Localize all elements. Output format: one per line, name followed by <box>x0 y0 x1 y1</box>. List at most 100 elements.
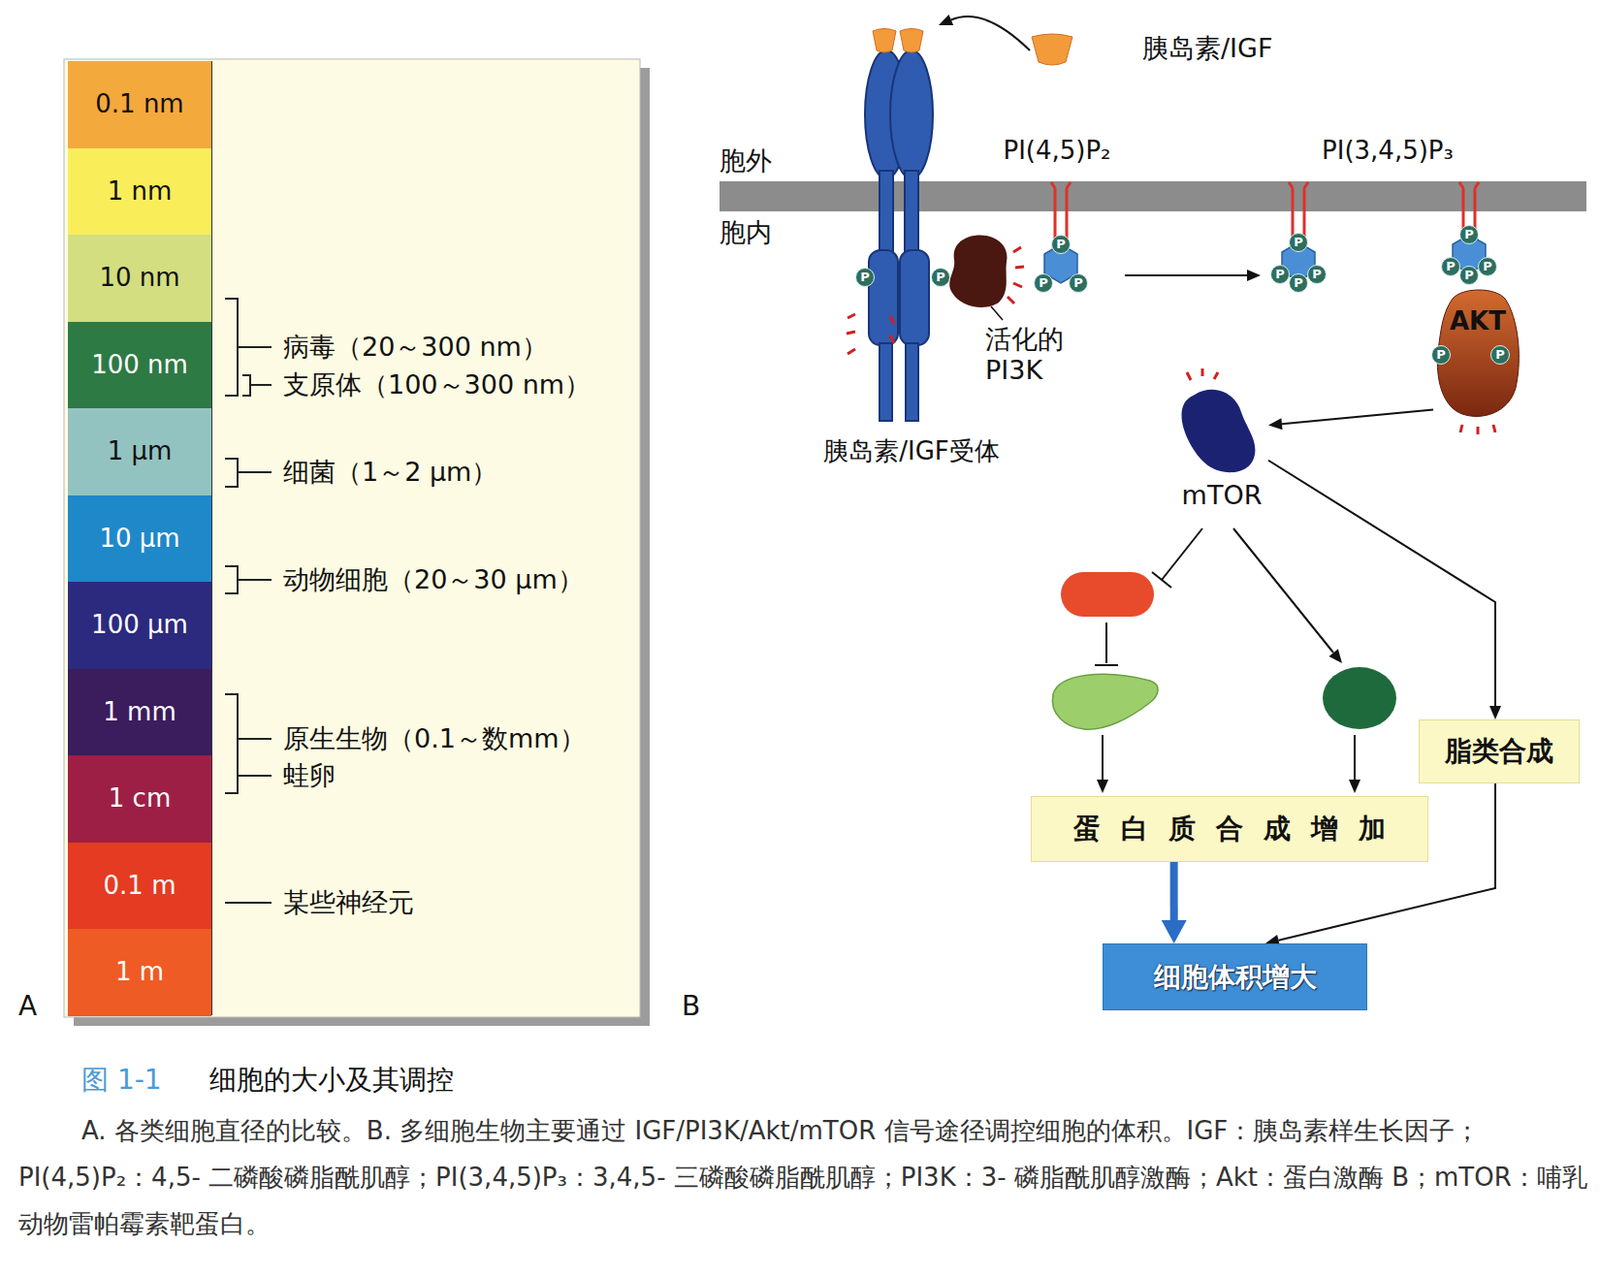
text-label: 胞外 <box>719 145 772 177</box>
node-label: 活化的 PI3K <box>985 323 1078 387</box>
signal-line <box>1101 735 1104 781</box>
arrowhead <box>1348 779 1361 794</box>
scale-cell: 1 m <box>67 928 212 1017</box>
text-label: 支原体（100～300 nm） <box>283 369 591 401</box>
effector-protein <box>1322 667 1397 730</box>
receptor <box>864 50 933 421</box>
text-label: 细菌（1～2 μm） <box>283 456 498 488</box>
arrowhead <box>1329 648 1344 664</box>
phosphate-label: P <box>1431 345 1451 365</box>
activation-marks <box>846 314 895 354</box>
activation-marks <box>1007 247 1024 304</box>
process-box: 脂类合成 <box>1418 719 1580 784</box>
node-label: 细胞体积增大 <box>1153 960 1317 994</box>
phosphate-label: P <box>855 267 875 288</box>
scale-cell: 1 μm <box>67 408 212 496</box>
figure-caption: A. 各类细胞直径的比较。B. 多细胞生物主要通过 IGF/PI3K/Akt/m… <box>18 1107 1588 1248</box>
connector-line <box>1170 862 1179 921</box>
arrowhead <box>938 14 954 26</box>
phosphate-label: P <box>1051 234 1071 255</box>
process-box: 蛋白质合成增加 <box>1030 796 1429 863</box>
connector-line <box>1281 410 1434 425</box>
node-label: PI(4,5)P₂ <box>1002 135 1111 166</box>
activation-marks <box>1460 424 1496 435</box>
phosphate-label: P <box>1440 256 1461 277</box>
node-label: 蛋白质合成增加 <box>1073 812 1407 846</box>
figure-title: 细胞的大小及其调控 <box>209 1064 454 1096</box>
inhibitor-protein <box>1060 572 1154 617</box>
scale-cell: 1 mm <box>67 669 212 757</box>
phosphate-label: P <box>1459 265 1479 286</box>
phosphate-label: P <box>1288 273 1309 293</box>
phosphate-label: P <box>930 267 951 288</box>
ligand <box>1031 33 1073 65</box>
arrow-connector <box>1124 269 1261 282</box>
node-label: 0.1 nm <box>95 89 184 120</box>
arrowhead <box>1161 920 1187 944</box>
bracket <box>224 694 272 794</box>
bracket <box>224 298 272 396</box>
inhibit-bar <box>1152 572 1172 588</box>
ligand <box>872 29 924 54</box>
inhibit-line <box>1105 622 1108 664</box>
signal-line <box>1233 528 1334 653</box>
cell-membrane <box>719 181 1587 212</box>
text-label: 动物细胞（20～30 μm） <box>283 564 584 596</box>
pi3k-enzyme <box>949 234 1007 308</box>
phosphate-label: P <box>1033 273 1054 293</box>
node-label: 0.1 m <box>103 870 177 901</box>
inhibit-bar <box>1094 664 1119 667</box>
node-label: 1 nm <box>107 176 173 207</box>
brackets <box>224 298 272 903</box>
node-label: AKT <box>1449 306 1506 337</box>
scale-cell: 10 nm <box>67 234 212 322</box>
text-label: 胞内 <box>719 217 772 249</box>
phosphate-label: P <box>1288 232 1309 253</box>
bracket <box>224 458 272 487</box>
node-label: 1 mm <box>102 697 176 728</box>
scale-cell: 0.1 nm <box>67 61 212 149</box>
connector-line <box>951 16 1030 51</box>
inhibit-line <box>1161 528 1203 580</box>
phosphate-label: P <box>1490 345 1510 365</box>
leader-line <box>991 306 1003 320</box>
phosphate-label: P <box>1307 264 1327 285</box>
arrowhead <box>1096 779 1109 794</box>
panel-letter: A <box>18 991 37 1023</box>
scale-cell: 1 nm <box>67 148 212 236</box>
kinase-node: mTOR <box>1175 383 1269 524</box>
node-label: 10 μm <box>98 523 180 554</box>
panel-frame <box>64 59 640 1018</box>
arrow-connector <box>1268 460 1502 720</box>
scale-cell: 10 μm <box>67 495 212 583</box>
effector-protein <box>1052 673 1158 730</box>
panel-letter: B <box>681 991 701 1023</box>
node-label: 100 nm <box>91 350 189 381</box>
text-label: 蛙卵 <box>283 760 336 792</box>
result-box: 细胞体积增大 <box>1102 943 1368 1011</box>
text-label: 原生生物（0.1～数mm） <box>283 723 586 755</box>
activation-marks <box>1186 368 1218 381</box>
arrowhead <box>1489 705 1502 720</box>
text-label: 病毒（20～300 nm） <box>283 331 548 363</box>
scale-cell: 100 nm <box>67 321 212 410</box>
arrow-connector <box>938 14 1030 51</box>
connector-line <box>1124 274 1248 277</box>
arrow-connector <box>1161 862 1187 944</box>
scale-cell: 100 μm <box>67 581 212 670</box>
leader-line <box>224 901 272 904</box>
scale-cell: 1 cm <box>67 755 212 843</box>
lipid-node: PI(4,5)P₂ <box>989 135 1125 311</box>
node-label: 1 m <box>115 957 164 988</box>
node-label: PI(3,4,5)P₃ <box>1321 135 1454 166</box>
phosphate-label: P <box>1068 273 1088 293</box>
ligand-node: 胰岛素/IGF <box>1029 25 1312 76</box>
connector-line <box>1268 460 1496 706</box>
node-label: 脂类合成 <box>1444 735 1554 768</box>
mtor-kinase <box>1182 389 1256 473</box>
phosphate-label: P <box>1459 224 1479 245</box>
node-label: 胰岛素/IGF受体 <box>823 436 1000 467</box>
node-label: 10 nm <box>98 262 180 293</box>
phosphate-label: P <box>1270 264 1290 285</box>
arrowhead <box>1268 417 1283 430</box>
